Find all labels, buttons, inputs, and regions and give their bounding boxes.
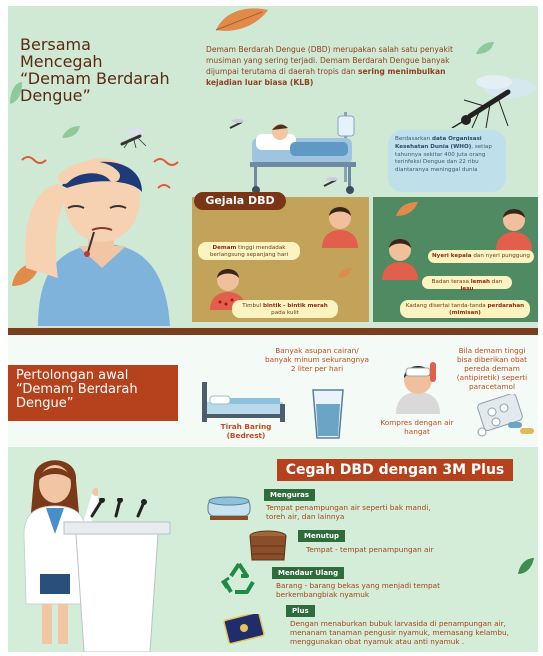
- leaf-icon: [10, 82, 22, 104]
- first-aid-heading: Pertolongan awal “Demam Berdarah Dengue”: [8, 365, 178, 421]
- mosquito-icon: [323, 177, 338, 187]
- compress-person-icon: [396, 362, 440, 414]
- pill-blister-icon: [477, 394, 534, 437]
- leaf-icon: [396, 202, 418, 216]
- prevention-heading: Cegah DBD dengan 3M Plus: [277, 459, 513, 481]
- larvicide-packet-icon: [223, 614, 265, 644]
- tag-plus: Plus: [286, 605, 315, 617]
- symptom-rash: Timbul bintik - bintik merah pada kulit: [232, 300, 338, 318]
- fluids-caption: Banyak asupan cairan/ banyak minum sekur…: [265, 346, 369, 373]
- who-info-box: Berdasarkan data Organisasi Kesehatan Du…: [388, 130, 506, 192]
- leaf-icon: [215, 8, 268, 31]
- symptoms-heading: Gejala DBD: [194, 192, 286, 210]
- tag-menutup: Menutup: [298, 530, 346, 542]
- desc-plus: Dengan menaburkan bubuk larvasida di pen…: [290, 619, 509, 646]
- desc-mendaur-ulang: Barang - barang bekas yang menjadi tempa…: [276, 581, 440, 599]
- bedrest-caption: Tirah Baring(Bedrest): [220, 422, 272, 440]
- sick-boy-illustration: [21, 156, 179, 326]
- bathtub-icon: [207, 496, 251, 520]
- leaf-icon: [62, 126, 80, 138]
- symptom-weakness: Badan terasa lemah dan lesu: [422, 276, 512, 292]
- mosquito-icon: [451, 75, 536, 128]
- desc-menutup: Tempat - tempat penampungan air: [306, 545, 434, 554]
- symptom-fever: Demam tinggi mendadak berlangsung sepanj…: [198, 242, 300, 260]
- podium-illustration: [63, 498, 171, 652]
- leaf-icon: [518, 558, 534, 574]
- leaf-icon: [476, 42, 494, 54]
- leaf-icon: [338, 268, 352, 278]
- person-fever-illustration: [322, 207, 358, 248]
- page-title: Bersama Mencegah “Demam Berdarah Dengue”: [20, 35, 170, 105]
- water-barrel-icon: [249, 530, 287, 561]
- water-glass-icon: [312, 389, 344, 439]
- mosquito-icon: [120, 128, 147, 148]
- mosquito-icon: [229, 119, 244, 129]
- symptom-bleeding: Kadang disertai tanda-tanda perdarahan (…: [400, 300, 530, 318]
- tag-menguras: Menguras: [264, 489, 316, 501]
- person-weak-illustration: [382, 239, 418, 280]
- compress-caption: Kompres dengan air hangat: [380, 418, 454, 436]
- intro-text: Demam Berdarah Dengue (DBD) merupakan sa…: [206, 45, 453, 87]
- person-headache-illustration: [496, 209, 532, 250]
- section-divider: [8, 328, 538, 335]
- tag-mendaur-ulang: Mendaur Ulang: [272, 567, 345, 579]
- medicine-caption: Bila demam tinggi bisa diberikan obat pe…: [456, 346, 528, 391]
- hospital-bed-illustration: [250, 112, 356, 194]
- bed-icon: [202, 382, 285, 422]
- recycle-icon: [220, 562, 255, 594]
- symptom-headache: Nyeri kepala dan nyeri punggung: [428, 250, 534, 263]
- desc-menguras: Tempat penampungan air seperti bak mandi…: [266, 503, 431, 521]
